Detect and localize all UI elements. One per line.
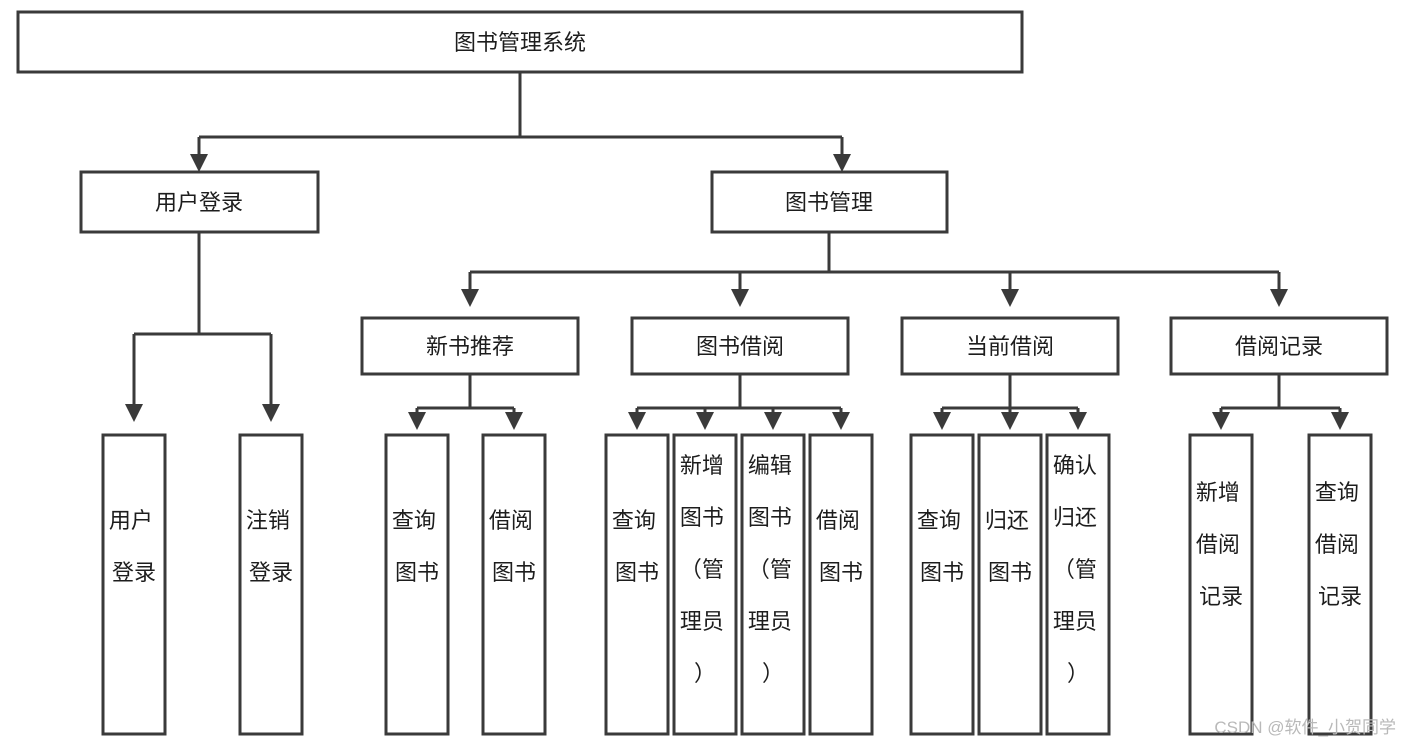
connector-layer <box>125 73 1349 430</box>
connector-newbook-to-leaves <box>408 374 523 430</box>
leaf-query-book-2[interactable]: 查询 图书 <box>604 433 670 736</box>
leaf-confirm-return[interactable]: 确认 归还 （管 理员 ） <box>1045 433 1111 736</box>
leaf-line: 借阅 <box>816 508 860 533</box>
leaf-line: 归还 <box>1053 505 1097 530</box>
svg-text:查询 图书: 查询 图书 <box>917 508 967 585</box>
leaf-line: 新增 <box>1196 480 1240 505</box>
leaf-line: 查询 <box>1315 480 1359 505</box>
leaf-line: 图书 <box>615 560 659 585</box>
leaf-query-record[interactable]: 查询 借阅 记录 <box>1307 433 1373 736</box>
svg-text:注销 登录: 注销 登录 <box>246 508 296 585</box>
svg-text:借阅 图书: 借阅 图书 <box>489 508 539 585</box>
leaf-borrow-book-1[interactable]: 借阅 图书 <box>481 433 547 736</box>
leaf-line: 理员 <box>748 609 792 634</box>
connector-root-to-level2 <box>190 73 851 172</box>
leaf-line: 图书 <box>748 505 792 530</box>
leaf-line: 查询 <box>612 508 656 533</box>
svg-text:编辑 图书 （管: 编辑 图书 （管 理员 ） <box>748 453 798 686</box>
leaf-line: （管 <box>680 557 724 582</box>
svg-text:查询 图书: 查询 图书 <box>612 508 662 585</box>
node-new-book-recommend[interactable]: 新书推荐 <box>360 316 580 376</box>
node-current-borrow[interactable]: 当前借阅 <box>900 316 1120 376</box>
connector-bookmanage-to-level3 <box>461 232 1288 307</box>
connector-currentborrow-to-leaves <box>933 374 1087 430</box>
leaf-line: 图书 <box>680 505 724 530</box>
svg-text:查询 图书: 查询 图书 <box>392 508 442 585</box>
leaf-line: 查询 <box>392 508 436 533</box>
node-root-label: 图书管理系统 <box>454 30 586 55</box>
leaf-line: 登录 <box>249 560 293 585</box>
connector-bookborrow-to-leaves <box>628 374 850 430</box>
leaf-line: 理员 <box>1053 609 1097 634</box>
svg-text:用户 登录: 用户 登录 <box>109 508 159 585</box>
connector-userlogin-to-leaves <box>125 232 280 422</box>
leaf-line: ） <box>694 661 716 686</box>
leaf-line: 新增 <box>680 453 724 478</box>
leaf-line: 用户 <box>109 508 153 533</box>
leaf-line: 借阅 <box>489 508 533 533</box>
node-borrow-record-label: 借阅记录 <box>1235 334 1323 359</box>
node-book-manage[interactable]: 图书管理 <box>710 170 949 234</box>
leaf-line: （管 <box>1053 557 1097 582</box>
node-new-book-recommend-label: 新书推荐 <box>426 334 514 359</box>
leaf-query-book-1[interactable]: 查询 图书 <box>384 433 450 736</box>
leaf-line: ） <box>1067 661 1089 686</box>
leaf-line: 注销 <box>246 508 290 533</box>
leaf-line: （管 <box>748 557 792 582</box>
leaf-line: 记录 <box>1199 584 1243 609</box>
leaf-line: 图书 <box>988 560 1032 585</box>
svg-text:归还 图书: 归还 图书 <box>985 508 1035 585</box>
svg-text:查询 借阅 记录: 查询 借阅 记录 <box>1315 480 1365 609</box>
node-book-borrow[interactable]: 图书借阅 <box>630 316 850 376</box>
svg-text:借阅 图书: 借阅 图书 <box>816 508 866 585</box>
leaf-query-book-3[interactable]: 查询 图书 <box>909 433 975 736</box>
leaf-add-book[interactable]: 新增 图书 （管 理员 ） <box>672 433 738 736</box>
leaf-line: 借阅 <box>1196 532 1240 557</box>
leaf-line: 登录 <box>112 560 156 585</box>
watermark: CSDN @软件_小贺同学 <box>1214 718 1396 737</box>
node-borrow-record[interactable]: 借阅记录 <box>1169 316 1389 376</box>
leaf-line: 理员 <box>680 609 724 634</box>
leaf-line: 归还 <box>985 508 1029 533</box>
leaf-borrow-book-2[interactable]: 借阅 图书 <box>808 433 874 736</box>
node-book-manage-label: 图书管理 <box>785 190 873 215</box>
leaf-line: 查询 <box>917 508 961 533</box>
leaf-user-logout[interactable]: 注销 登录 <box>238 433 304 736</box>
connector-borrowrecord-to-leaves <box>1212 374 1349 430</box>
leaf-line: 记录 <box>1318 584 1362 609</box>
leaf-line: 确认 <box>1053 453 1097 478</box>
svg-text:确认 归还 （管: 确认 归还 （管 理员 ） <box>1053 453 1103 686</box>
leaf-line: 编辑 <box>748 453 792 478</box>
leaf-return-book[interactable]: 归还 图书 <box>977 433 1043 736</box>
leaf-line: 图书 <box>920 560 964 585</box>
leaf-line: 图书 <box>395 560 439 585</box>
node-book-borrow-label: 图书借阅 <box>696 334 784 359</box>
svg-text:新增 图书 （管: 新增 图书 （管 理员 ） <box>680 453 730 686</box>
leaf-edit-book[interactable]: 编辑 图书 （管 理员 ） <box>740 433 806 736</box>
leaf-line: 图书 <box>492 560 536 585</box>
leaf-line: ） <box>762 661 784 686</box>
svg-text:新增 借阅 记录: 新增 借阅 记录 <box>1196 480 1246 609</box>
leaf-add-record[interactable]: 新增 借阅 记录 <box>1188 433 1254 736</box>
leaf-line: 图书 <box>819 560 863 585</box>
leaf-line: 借阅 <box>1315 532 1359 557</box>
leaf-user-login[interactable]: 用户 登录 <box>101 433 167 736</box>
node-user-login-label: 用户登录 <box>155 190 243 215</box>
node-root[interactable]: 图书管理系统 <box>16 10 1024 74</box>
node-user-login[interactable]: 用户登录 <box>79 170 320 234</box>
node-current-borrow-label: 当前借阅 <box>966 334 1054 359</box>
